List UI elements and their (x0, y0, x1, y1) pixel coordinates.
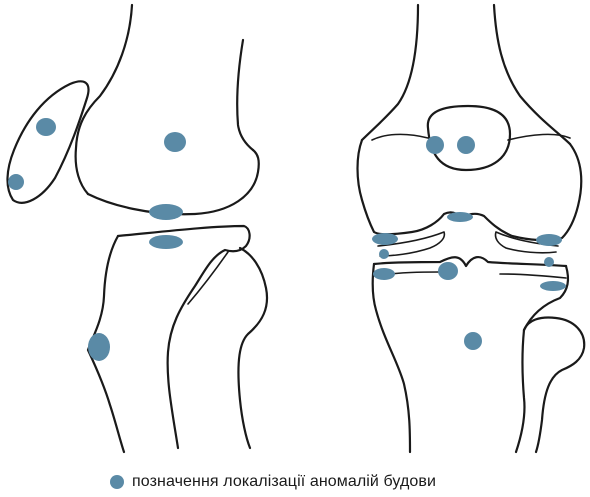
marker-patella-upper (36, 118, 56, 136)
frontal-knee-view (358, 5, 585, 452)
femur-upper-contour-left (372, 134, 428, 140)
marker-tibia-plateau-left (373, 268, 395, 280)
marker-femur-distal (149, 204, 183, 220)
marker-tibia-shaft (464, 332, 482, 350)
femur-condyle-left-outline (358, 140, 463, 234)
legend-label: позначення локалізації аномалій будови (132, 473, 436, 491)
fibula-outline (238, 248, 267, 448)
femur-shaft-right (494, 5, 570, 144)
femur-shaft-front (76, 5, 132, 194)
marker-meniscus-left (379, 249, 389, 259)
fibula-frontal-outline (524, 318, 584, 453)
femur-condyle-right-outline (462, 144, 581, 240)
marker-femur-condyle-right (536, 234, 562, 246)
marker-patella-left (426, 136, 444, 154)
marker-patella-lower (8, 174, 24, 190)
marker-femoral-notch (447, 212, 473, 222)
marker-femur-condyle-center (164, 132, 186, 152)
femur-upper-contour-right (508, 134, 570, 140)
femur-shaft-left (362, 5, 418, 140)
marker-patella-right (457, 136, 475, 154)
fibula-head-line (188, 252, 228, 304)
legend: позначення локалізації аномалій будови (110, 472, 436, 492)
marker-meniscus-right (544, 257, 554, 267)
marker-tibia-plateau-right (540, 281, 566, 291)
tibia-plateau-frontal (374, 257, 566, 266)
marker-tibia-plateau (149, 235, 183, 249)
marker-tibial-tuberosity (88, 333, 110, 361)
tibia-plateau-outline (118, 226, 250, 448)
tibia-shaft-left (373, 264, 410, 452)
tibia-plateau-lower (374, 272, 566, 278)
femur-condyle (88, 150, 259, 214)
filled-circle-marker-icon (110, 475, 124, 489)
lateral-knee-view (7, 5, 267, 452)
tibia-medial-lower (516, 330, 525, 452)
marker-femur-condyle-left (372, 233, 398, 245)
marker-tibial-spine (438, 262, 458, 280)
femur-shaft-back (237, 40, 253, 150)
